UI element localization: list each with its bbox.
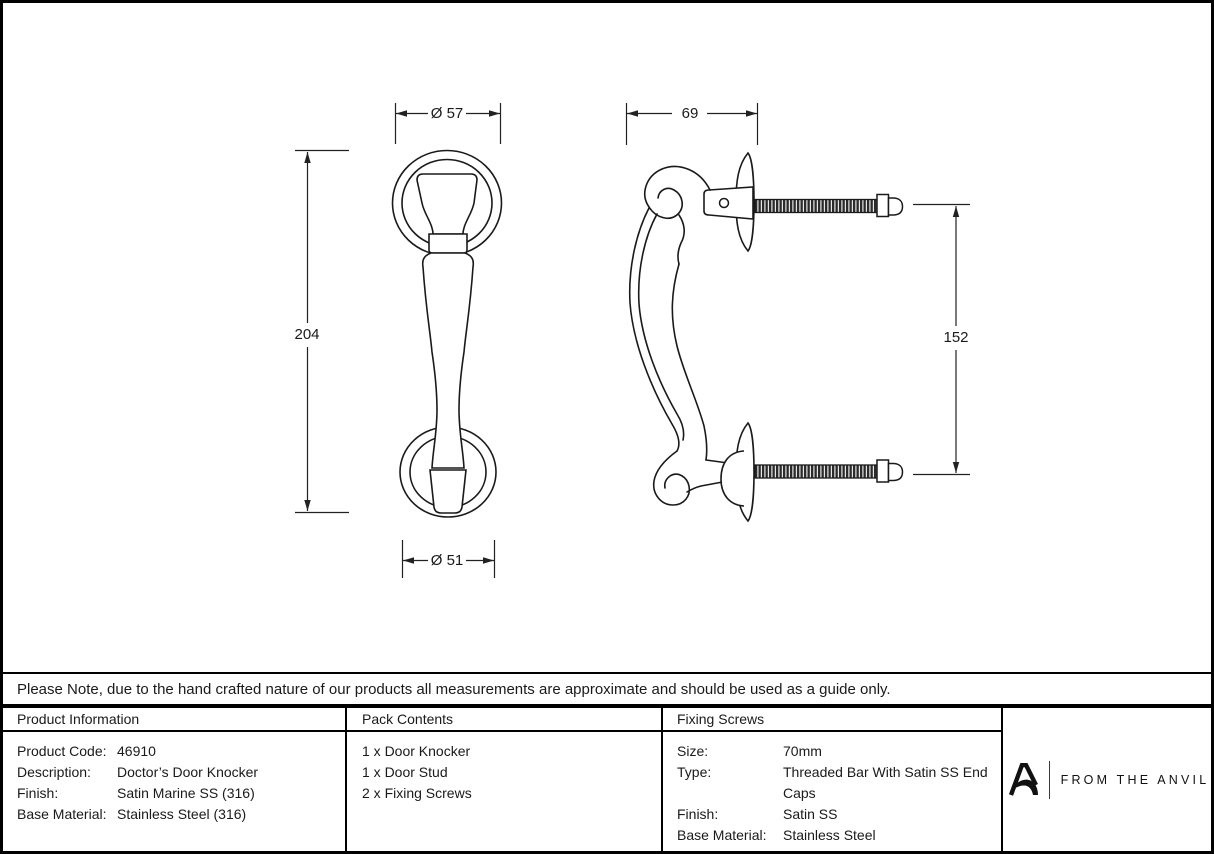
side-top-threaded-bar	[754, 198, 878, 214]
screw-type-row: Type: Threaded Bar With Satin SS End Cap…	[677, 762, 993, 804]
description-value: Doctor’s Door Knocker	[117, 764, 259, 780]
screw-finish-value: Satin SS	[783, 806, 838, 822]
screw-size-row: Size: 70mm	[677, 741, 993, 762]
finish-label: Finish:	[17, 785, 59, 801]
anvil-a-icon	[1008, 762, 1038, 796]
pack-contents-body: 1 x Door Knocker 1 x Door Stud 2 x Fixin…	[347, 732, 661, 804]
logo-divider	[1048, 760, 1050, 799]
side-pivot-pin	[718, 197, 730, 209]
side-bottom-threaded-bar	[754, 464, 878, 479]
side-top-end-cap	[887, 197, 904, 216]
side-top-end-nut	[876, 193, 890, 218]
side-dimensions	[625, 103, 970, 476]
front-knob-collar	[428, 233, 468, 254]
screw-base-material-value: Stainless Steel	[783, 827, 876, 843]
product-information-column: Product Information Product Code: 46910 …	[0, 708, 347, 851]
base-material-value: Stainless Steel (316)	[117, 806, 247, 822]
pack-item: 1 x Door Knocker	[362, 743, 471, 759]
front-view	[391, 149, 503, 518]
brand-column: FROM THE ANVIL	[1003, 708, 1214, 851]
finish-value: Satin Marine SS (316)	[117, 785, 255, 801]
product-code-value: 46910	[117, 743, 156, 759]
finish-row: Finish: Satin Marine SS (316)	[17, 783, 345, 804]
front-knob	[416, 173, 478, 235]
screw-finish-row: Finish: Satin SS	[677, 804, 993, 825]
description-label: Description:	[17, 764, 91, 780]
screw-type-label: Type:	[677, 764, 712, 780]
product-information-header: Product Information	[0, 708, 345, 732]
screw-finish-label: Finish:	[677, 806, 719, 822]
brand-wordmark: FROM THE ANVIL	[1060, 772, 1210, 787]
dim-front-width-bottom: Ø 51	[431, 552, 464, 569]
side-bottom-dome	[720, 450, 745, 507]
dim-side-depth: 69	[682, 105, 699, 122]
measurement-note: Please Note, due to the hand crafted nat…	[17, 680, 891, 698]
side-view	[628, 151, 904, 523]
product-information-body: Product Code: 46910 Description: Doctor’…	[0, 732, 345, 825]
dim-front-height: 204	[294, 326, 319, 343]
dim-front-width-top: Ø 57	[431, 105, 464, 122]
screw-size-value: 70mm	[783, 743, 822, 759]
technical-drawing: Ø 57 204 Ø 51	[294, 103, 970, 578]
pack-item: 2 x Fixing Screws	[362, 785, 472, 801]
front-dimensions	[295, 103, 502, 578]
description-row: Description: Doctor’s Door Knocker	[17, 762, 345, 783]
info-table: Product Information Product Code: 46910 …	[0, 706, 1214, 851]
pack-contents-column: Pack Contents 1 x Door Knocker 1 x Door …	[347, 708, 663, 851]
front-handle	[421, 252, 475, 469]
screw-size-label: Size:	[677, 743, 709, 759]
front-bottom-cone	[429, 469, 467, 514]
side-bottom-end-cap	[887, 462, 904, 482]
from-the-anvil-logo: FROM THE ANVIL	[1008, 760, 1210, 799]
dim-side-screw-length: 152	[943, 329, 968, 346]
measurement-note-row: Please Note, due to the hand crafted nat…	[0, 672, 1214, 706]
base-material-row: Base Material: Stainless Steel (316)	[17, 804, 345, 825]
screw-base-material-label: Base Material:	[677, 827, 767, 843]
side-bottom-end-nut	[876, 459, 890, 483]
pack-contents-header: Pack Contents	[347, 708, 661, 732]
fixing-screws-column: Fixing Screws Size: 70mm Type: Threaded …	[663, 708, 1003, 851]
product-code-row: Product Code: 46910	[17, 741, 345, 762]
product-code-label: Product Code:	[17, 743, 107, 759]
base-material-label: Base Material:	[17, 806, 107, 822]
side-scroll	[628, 165, 729, 506]
screw-base-material-row: Base Material: Stainless Steel	[677, 825, 993, 846]
fixing-screws-body: Size: 70mm Type: Threaded Bar With Satin…	[663, 732, 1001, 846]
side-bottom-dome-fill	[721, 451, 744, 506]
screw-type-value: Threaded Bar With Satin SS End Caps	[783, 764, 988, 801]
pack-item: 1 x Door Stud	[362, 764, 448, 780]
fixing-screws-header: Fixing Screws	[663, 708, 1001, 732]
